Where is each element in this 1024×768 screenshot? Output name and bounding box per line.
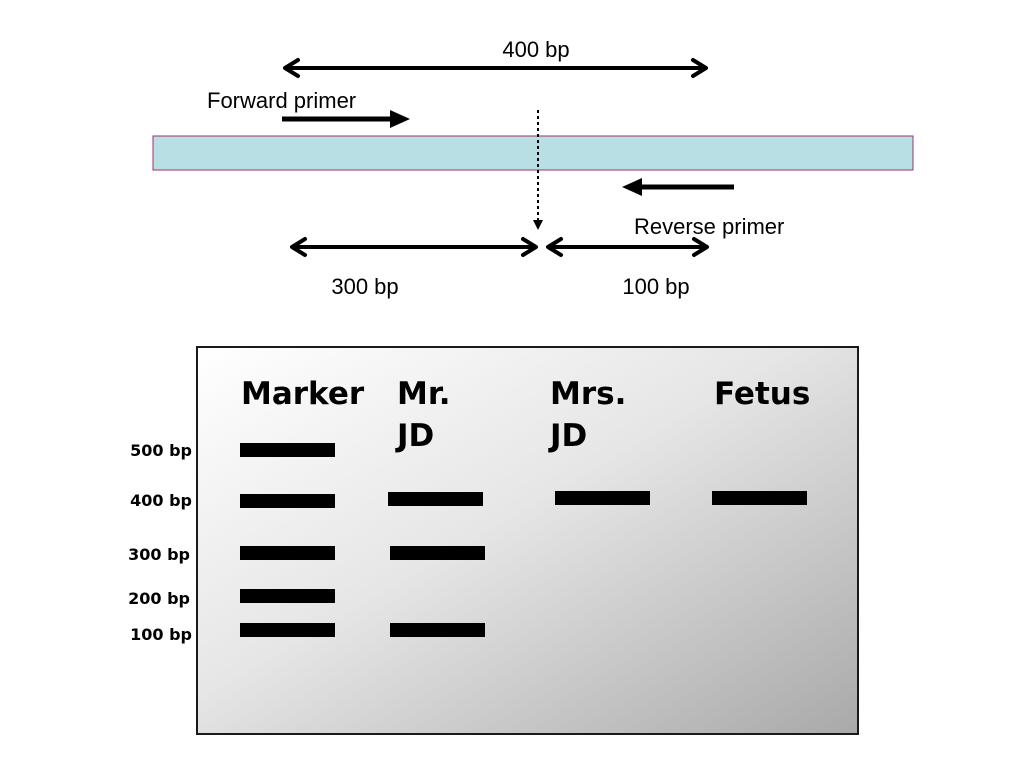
fragment-left-label: 300 bp xyxy=(331,274,398,299)
dna-strand xyxy=(152,135,914,171)
lane-label-mrs-jd-line1: Mrs. xyxy=(550,376,626,412)
marker-band-300 xyxy=(240,546,335,560)
reverse-primer-arrow xyxy=(622,178,734,196)
forward-primer-arrow xyxy=(282,110,410,128)
reverse-primer-label: Reverse primer xyxy=(634,214,784,239)
gel-slab xyxy=(196,346,859,735)
fetus-band-400 xyxy=(712,491,807,505)
lane-label-marker: Marker xyxy=(241,376,365,412)
ruler-label-100: 100 bp xyxy=(130,625,192,644)
lane-label-fetus: Fetus xyxy=(714,376,810,412)
mr-jd-band-400 xyxy=(388,492,483,506)
mr-jd-band-100 xyxy=(390,623,485,637)
mrs-jd-band-400 xyxy=(555,491,650,505)
total-product-arrow xyxy=(283,58,708,78)
ruler-label-300: 300 bp xyxy=(128,545,190,564)
marker-band-100 xyxy=(240,623,335,637)
lane-label-mr-jd-line2: JD xyxy=(395,418,434,454)
cut-site-marker xyxy=(533,110,543,230)
ruler-label-500: 500 bp xyxy=(130,441,192,460)
marker-band-400 xyxy=(240,494,335,508)
fragment-right-label: 100 bp xyxy=(622,274,689,299)
total-product-label: 400 bp xyxy=(502,37,569,62)
gel: 500 bp 400 bp 300 bp 200 bp 100 bp Marke… xyxy=(128,346,859,735)
pcr-map: 400 bp Forward primer Reverse primer 300… xyxy=(152,37,914,299)
marker-band-200 xyxy=(240,589,335,603)
fragment-right-arrow xyxy=(546,237,709,257)
fragment-left-arrow xyxy=(290,237,538,257)
marker-band-500 xyxy=(240,443,335,457)
lane-label-mrs-jd-line2: JD xyxy=(548,418,587,454)
ruler-label-200: 200 bp xyxy=(128,589,190,608)
lane-label-mr-jd-line1: Mr. xyxy=(397,376,451,412)
ruler-label-400: 400 bp xyxy=(130,491,192,510)
forward-primer-label: Forward primer xyxy=(207,88,356,113)
mr-jd-band-300 xyxy=(390,546,485,560)
